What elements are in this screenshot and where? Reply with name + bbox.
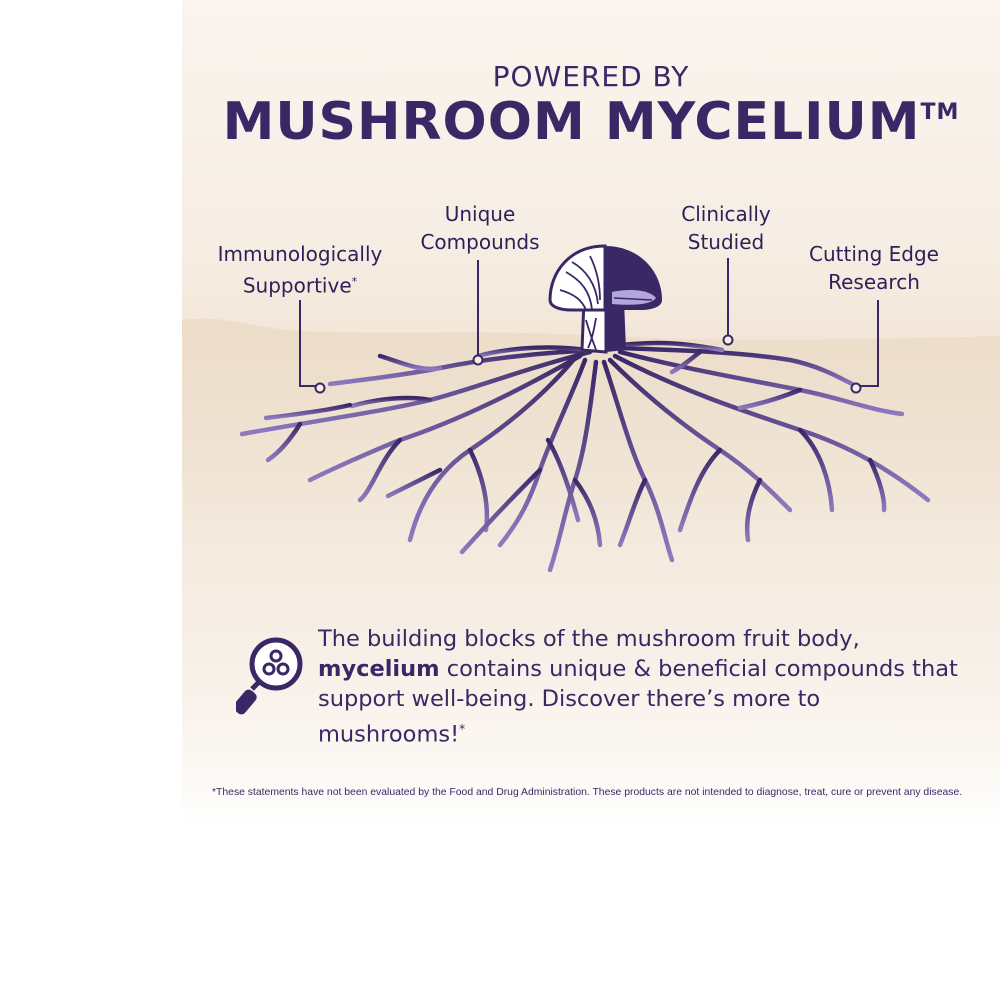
description-bold-term: mycelium [318,656,440,682]
asterisk-mark: * [459,722,466,736]
callout-cutting-edge-research: Cutting Edge Research [800,240,948,296]
callout-line1: Immunologically [217,242,383,266]
kicker-heading: POWERED BY [492,60,690,93]
callout-line2-text: Supportive [242,273,352,298]
callout-unique-compounds: Unique Compounds [408,200,552,256]
callout-immunologically-supportive: Immunologically Supportive* [212,240,388,300]
description-text: The building blocks of the mushroom frui… [318,626,860,652]
callout-line2: Compounds [420,230,540,254]
callout-clinically-studied: Clinically Studied [660,200,792,256]
callout-leaders [299,258,879,387]
magnifier-icon [236,637,303,715]
mushroom-icon [548,244,662,354]
callout-line1: Unique [444,202,516,226]
asterisk-mark: * [351,275,358,288]
callout-line1: Cutting Edge [809,242,939,266]
callout-line2: Supportive* [212,268,388,300]
mycelium-description: The building blocks of the mushroom frui… [318,624,958,750]
fda-disclaimer: *These statements have not been evaluate… [212,787,963,798]
mycelium-roots [239,340,931,573]
callout-line2: Research [828,270,920,294]
callout-dots [314,334,862,394]
description-text-continued: contains unique & beneficial compounds t… [318,656,958,748]
main-heading: MUSHROOM MYCELIUMTM [182,92,1000,152]
trademark-mark: TM [920,100,960,125]
callout-line1: Clinically [681,202,771,226]
callout-line2: Studied [687,230,765,254]
main-heading-text: MUSHROOM MYCELIUM [222,92,921,152]
